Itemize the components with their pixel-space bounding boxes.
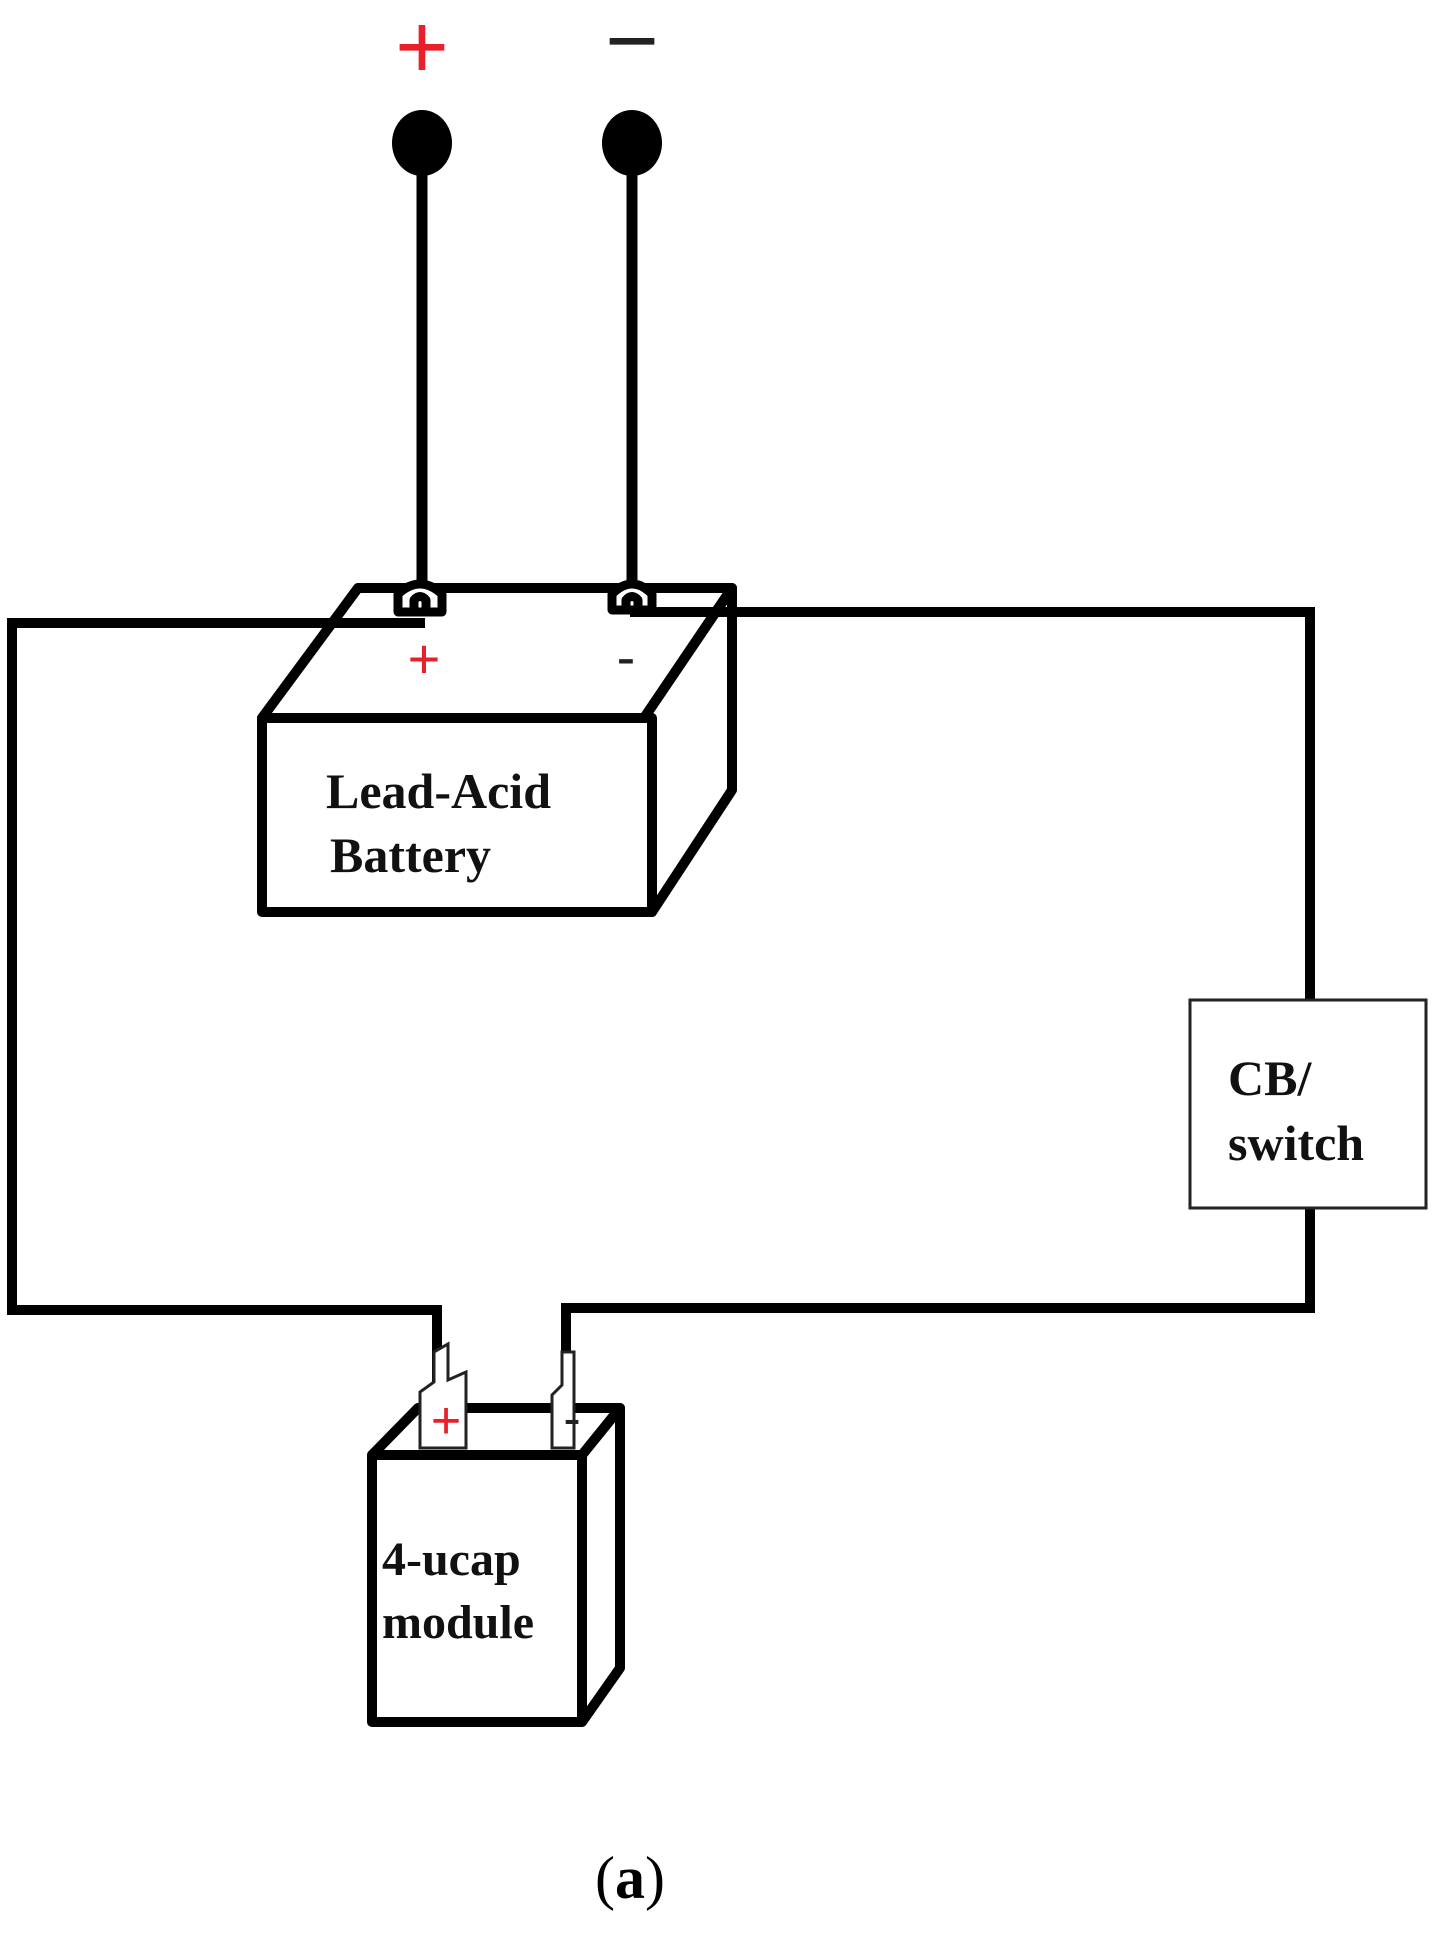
cb-switch-label-line1: CB/ bbox=[1228, 1050, 1312, 1106]
lead-acid-battery: + - Lead-Acid Battery bbox=[257, 579, 737, 917]
ucap-negative-tab bbox=[550, 1350, 576, 1450]
battery-positive-mark: + bbox=[408, 627, 441, 690]
cb-switch: CB/ switch bbox=[1188, 998, 1428, 1210]
ucap-module: + - 4-ucap module bbox=[367, 1341, 625, 1727]
ucap-negative-mark: - bbox=[563, 1390, 580, 1448]
ucap-label-line1: 4-ucap bbox=[382, 1533, 521, 1586]
caption-open-paren: ( bbox=[595, 1845, 615, 1911]
left-wire bbox=[7, 618, 442, 1400]
figure-caption: (a) bbox=[595, 1845, 665, 1911]
ucap-positive-tab bbox=[418, 1341, 468, 1450]
battery-negative-mark: - bbox=[617, 625, 636, 688]
battery-front-face bbox=[257, 713, 657, 917]
ucap-label-line2: module bbox=[382, 1596, 534, 1649]
battery-label-line1: Lead-Acid bbox=[326, 763, 551, 819]
ucap-front-face bbox=[367, 1450, 587, 1727]
positive-output-terminal bbox=[392, 110, 452, 176]
cb-switch-box bbox=[1188, 998, 1428, 1210]
battery-negative-post bbox=[607, 579, 657, 615]
bottom-right-wire bbox=[561, 1203, 1315, 1400]
ucap-side-face bbox=[577, 1403, 625, 1727]
cb-switch-label-line2: switch bbox=[1228, 1115, 1364, 1171]
caption-close-paren: ) bbox=[645, 1845, 665, 1911]
negative-output-terminal bbox=[602, 110, 662, 176]
ucap-positive-mark: + bbox=[431, 1392, 461, 1450]
caption-letter: a bbox=[615, 1845, 645, 1911]
battery-side-face bbox=[639, 583, 737, 917]
output-negative-symbol: − bbox=[605, 0, 659, 92]
battery-label-line2: Battery bbox=[330, 827, 491, 883]
right-wire bbox=[630, 607, 1315, 1005]
output-positive-symbol: + bbox=[395, 0, 449, 98]
battery-positive-post bbox=[393, 579, 447, 617]
